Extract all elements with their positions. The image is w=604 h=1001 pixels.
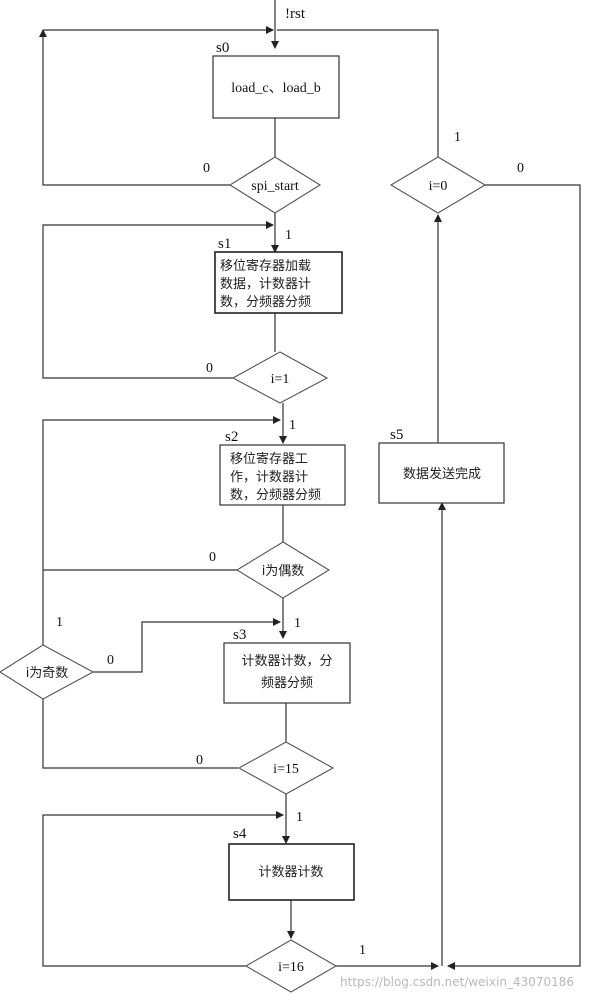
i1-no-label: 0	[206, 361, 213, 376]
even-yes-label: 1	[294, 616, 301, 631]
state-s1-line-2: 数据，计数器计	[220, 277, 311, 292]
spi-start-no-label: 0	[203, 161, 210, 176]
state-s1-line-3: 数，分频器分频	[220, 295, 311, 310]
decision-i15-text: i=15	[273, 762, 299, 777]
state-s1-line-1: 移位寄存器加载	[220, 258, 311, 274]
i1-no-loop	[42, 221, 274, 379]
odd-yes-loop	[42, 416, 281, 645]
i0-yes-label: 1	[454, 130, 461, 145]
decision-spi-start-text: spi_start	[251, 179, 299, 194]
decision-i16	[244, 939, 338, 993]
decision-i1	[231, 351, 329, 404]
decision-even	[235, 541, 331, 599]
state-s2-line-1: 移位寄存器工	[230, 451, 308, 467]
state-s4-label: s4	[233, 826, 247, 842]
decision-i0	[389, 156, 487, 214]
decision-spi-start	[228, 156, 322, 214]
i15-yes-label: 1	[296, 810, 303, 825]
decision-i0-text: i=0	[429, 179, 448, 194]
state-s3-label: s3	[233, 627, 246, 643]
state-s1-box	[214, 251, 343, 314]
state-s4-box	[228, 843, 355, 901]
decision-even-text: i为偶数	[262, 564, 305, 579]
odd-no-label: 0	[107, 653, 114, 668]
state-s3-line-1: 计数器计数，分	[241, 654, 332, 669]
state-s2-line-3: 数，分频器分频	[230, 488, 321, 503]
state-s0-text: load_c、load_b	[231, 81, 320, 96]
state-s0-box	[212, 55, 340, 119]
spi-start-yes-label: 1	[285, 228, 292, 243]
i0-no-label: 0	[517, 161, 524, 176]
odd-yes-label: 1	[56, 615, 63, 630]
decision-odd	[0, 644, 95, 700]
odd-no-to-s3	[93, 618, 281, 673]
i1-yes-label: 1	[289, 418, 296, 433]
i0-no-loop	[447, 184, 581, 970]
state-s0-label: s0	[216, 40, 229, 56]
state-s3-line-2: 频器分频	[261, 676, 313, 691]
even-no-label: 0	[209, 550, 216, 565]
i16-yes-label: 1	[359, 943, 366, 958]
i15-no-label: 0	[196, 753, 203, 768]
decision-i1-text: i=1	[271, 372, 290, 387]
spi-start-no-loop	[39, 29, 230, 186]
i15-no-line	[42, 697, 238, 769]
state-s1-label: s1	[218, 236, 231, 252]
state-s2-box	[219, 444, 346, 506]
state-s3-box	[223, 642, 351, 704]
state-s4-text: 计数器计数	[258, 865, 323, 880]
decision-i15	[237, 741, 335, 795]
state-s5-text: 数据发送完成	[403, 466, 481, 482]
watermark-text: https://blog.csdn.net/weixin_43070186	[340, 975, 574, 989]
state-s2-line-2: 作，计数器计	[230, 470, 308, 485]
i0-yes-loop	[277, 29, 439, 168]
decision-odd-text: i为奇数	[26, 665, 69, 681]
reset-label: !rst	[285, 6, 306, 22]
i16-no-loop	[42, 811, 284, 967]
state-s5-label: s5	[390, 427, 403, 443]
decision-i16-text: i=16	[278, 960, 304, 975]
state-s5-box	[378, 442, 505, 504]
state-s2-label: s2	[225, 429, 238, 445]
